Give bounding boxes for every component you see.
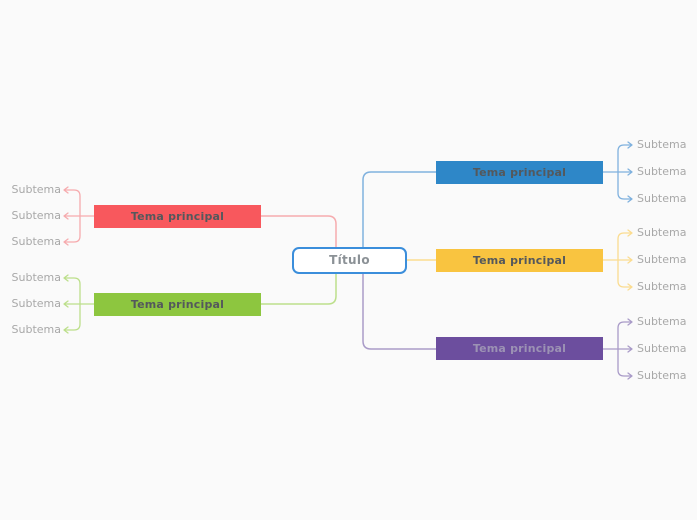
subtopic-connector-red xyxy=(63,186,95,246)
subtopic-label[interactable]: Subtema xyxy=(637,342,687,355)
branch-connector-green xyxy=(260,273,337,305)
root-node[interactable]: Título xyxy=(292,247,407,274)
topic-node-red[interactable]: Tema principal xyxy=(94,205,261,228)
subtopic-label[interactable]: Subtema xyxy=(637,315,687,328)
topic-node-green[interactable]: Tema principal xyxy=(94,293,261,316)
topic-node-yellow[interactable]: Tema principal xyxy=(436,249,603,272)
subtopic-label[interactable]: Subtema xyxy=(637,138,687,151)
subtopic-label[interactable]: Subtema xyxy=(637,253,687,266)
subtopic-label[interactable]: Subtema xyxy=(11,209,61,222)
subtopic-connector-blue xyxy=(602,141,633,203)
subtopic-label[interactable]: Subtema xyxy=(637,369,687,382)
subtopic-label[interactable]: Subtema xyxy=(11,271,61,284)
subtopic-label[interactable]: Subtema xyxy=(11,297,61,310)
subtopic-label[interactable]: Subtema xyxy=(11,183,61,196)
subtopic-label[interactable]: Subtema xyxy=(637,280,687,293)
branch-connector-purple xyxy=(362,273,437,350)
subtopic-label[interactable]: Subtema xyxy=(11,235,61,248)
subtopic-label[interactable]: Subtema xyxy=(637,165,687,178)
topic-node-purple[interactable]: Tema principal xyxy=(436,337,603,360)
subtopic-label[interactable]: Subtema xyxy=(637,226,687,239)
subtopic-connector-yellow xyxy=(602,229,633,291)
branch-connector-red xyxy=(260,215,337,249)
topic-node-blue[interactable]: Tema principal xyxy=(436,161,603,184)
subtopic-connector-purple xyxy=(602,318,633,380)
branch-connector-blue xyxy=(362,171,437,249)
subtopic-connector-green xyxy=(63,274,95,334)
subtopic-label[interactable]: Subtema xyxy=(11,323,61,336)
subtopic-label[interactable]: Subtema xyxy=(637,192,687,205)
